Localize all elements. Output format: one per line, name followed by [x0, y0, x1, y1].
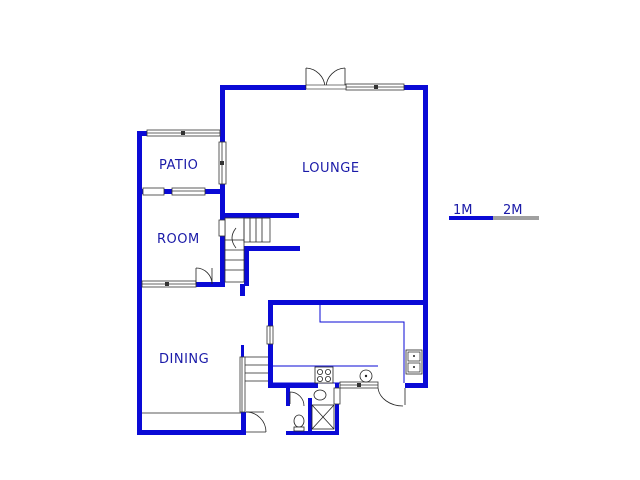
wall-kitchen-left-lower	[268, 344, 273, 388]
window-room-bottom	[141, 280, 197, 288]
window-patio-room	[142, 187, 206, 196]
windows	[141, 83, 405, 413]
window-stair	[218, 219, 226, 237]
wall-patio-room-far	[205, 189, 225, 194]
doors	[195, 67, 406, 433]
room-label-patio: PATIO	[159, 158, 198, 173]
door-kitchen-back	[377, 387, 406, 407]
staircase	[224, 217, 271, 283]
wall-wc-mid	[308, 398, 312, 435]
scale-label-1m: 1M	[453, 203, 473, 218]
wall-lounge-top-right	[404, 85, 428, 90]
room-label-room: ROOM	[157, 232, 200, 247]
wall-dining-right	[241, 412, 246, 435]
wall-kitchen-bottom	[268, 383, 318, 388]
window-patio-top	[146, 129, 221, 137]
wall-lounge-top-left	[220, 85, 306, 90]
wall-lounge-right	[423, 85, 428, 388]
wall-room-bottom	[196, 282, 225, 287]
shower-icon	[311, 404, 335, 430]
wall-patio-room-right	[164, 189, 172, 194]
stove-icon	[314, 366, 334, 384]
scale-bar: 1M 2M	[449, 203, 539, 220]
toilet-icon	[293, 414, 305, 432]
door-room	[195, 267, 213, 285]
wall-stair-right	[244, 246, 249, 286]
room-label-lounge: LOUNGE	[302, 161, 360, 176]
basin-icon	[313, 389, 327, 401]
kitchen-sink-icon	[359, 369, 373, 383]
door-lounge-double	[305, 67, 347, 90]
wall-kitchen-bottom-right	[405, 383, 428, 388]
room-labels: PATIO LOUNGE ROOM DINING	[157, 158, 360, 367]
wall-stair-mid	[244, 246, 300, 251]
double-sink-icon	[405, 349, 423, 375]
window-dining-right	[239, 356, 246, 413]
scale-segment-first	[449, 216, 493, 220]
room-label-dining: DINING	[159, 352, 209, 367]
wall-dining-right-top	[241, 345, 244, 357]
wall-kitchen-left	[268, 300, 273, 326]
wall-patio-room	[137, 189, 143, 194]
window-kitchen-bottom	[339, 381, 379, 389]
scale-label-2m: 2M	[503, 203, 523, 218]
door-wc	[289, 391, 305, 407]
wall-wc-right	[335, 383, 339, 435]
wall-wc-left	[286, 386, 290, 406]
scale-segment-second	[493, 216, 539, 220]
wall-south	[137, 430, 245, 435]
wall-lounge-left	[220, 85, 225, 142]
wall-west	[137, 131, 142, 435]
window-kitchen-left	[266, 325, 274, 345]
door-entrance	[245, 411, 267, 433]
window-lounge-top	[345, 83, 405, 91]
wall-stair-stub	[240, 284, 245, 296]
kitchen-counter-outline	[319, 305, 405, 383]
fixtures	[293, 349, 423, 432]
window-scullery	[333, 387, 341, 405]
wall-kitchen-top	[268, 300, 428, 305]
wall-south-right	[286, 431, 339, 435]
window-patio-lounge	[218, 141, 227, 185]
wall-stair-top	[225, 213, 299, 218]
